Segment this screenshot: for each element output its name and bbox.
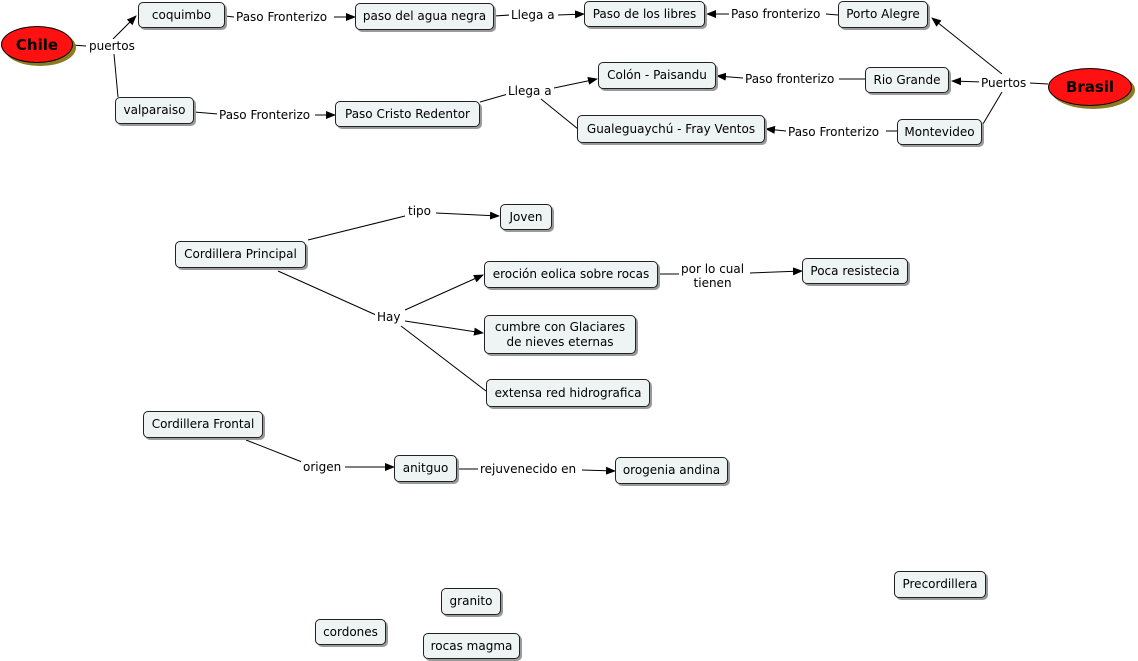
concept-chile[interactable]: Chile: [1, 26, 73, 63]
link-hay: Hay: [375, 310, 403, 324]
link-paso-fronterizo-2: Paso fronterizo: [729, 7, 823, 21]
concept-porto-alegre[interactable]: Porto Alegre: [838, 1, 928, 28]
concept-poca-resistecia[interactable]: Poca resistecia: [802, 258, 908, 284]
concept-cumbre[interactable]: cumbre con Glaciares de nieves eternas: [484, 315, 636, 354]
concept-valparaiso[interactable]: valparaiso: [115, 97, 194, 124]
concept-colon-paisandu[interactable]: Colón - Paisandu: [598, 62, 716, 89]
link-puertos-chile: puertos: [87, 39, 137, 53]
concept-precordillera[interactable]: Precordillera: [894, 571, 986, 598]
concept-coquimbo[interactable]: coquimbo: [138, 2, 225, 28]
concept-paso-libres[interactable]: Paso de los libres: [584, 1, 705, 27]
link-paso-fronterizo-4: Paso fronterizo: [743, 72, 837, 86]
link-llega-a-1: Llega a: [509, 8, 557, 22]
link-llega-a-2: Llega a: [506, 84, 554, 98]
link-paso-fronterizo-5: Paso Fronterizo: [786, 125, 882, 139]
link-rejuvenecido: rejuvenecido en: [478, 462, 579, 476]
concept-cordones[interactable]: cordones: [315, 619, 386, 645]
concept-paso-agua-negra[interactable]: paso del agua negra: [355, 3, 494, 30]
concept-cordillera-frontal[interactable]: Cordillera Frontal: [143, 411, 263, 438]
concept-erocion[interactable]: eroción eolica sobre rocas: [484, 261, 658, 288]
concept-anitguo[interactable]: anitguo: [394, 455, 457, 482]
link-paso-fronterizo-1: Paso Fronterizo: [234, 10, 330, 24]
concept-granito[interactable]: granito: [441, 588, 501, 615]
concept-rocas-magma[interactable]: rocas magma: [423, 633, 520, 659]
concept-montevideo[interactable]: Montevideo: [897, 119, 982, 145]
link-por-lo-cual: por lo cual tienen: [679, 262, 747, 290]
link-puertos-brasil: Puertos: [979, 76, 1029, 90]
link-tipo: tipo: [406, 204, 433, 218]
concept-gualeguaychu[interactable]: Gualeguaychú - Fray Ventos: [577, 115, 765, 143]
concept-cordillera-principal[interactable]: Cordillera Principal: [175, 241, 306, 268]
concept-brasil[interactable]: Brasil: [1048, 68, 1132, 106]
concept-rio-grande[interactable]: Rio Grande: [865, 67, 949, 93]
link-paso-fronterizo-3: Paso Fronterizo: [217, 108, 313, 122]
concept-joven[interactable]: Joven: [500, 204, 552, 230]
concept-paso-cristo-redentor[interactable]: Paso Cristo Redentor: [335, 101, 480, 127]
link-origen: origen: [301, 460, 344, 474]
concept-orogenia[interactable]: orogenia andina: [615, 457, 728, 484]
concept-extensa-red[interactable]: extensa red hidrografica: [486, 379, 650, 407]
